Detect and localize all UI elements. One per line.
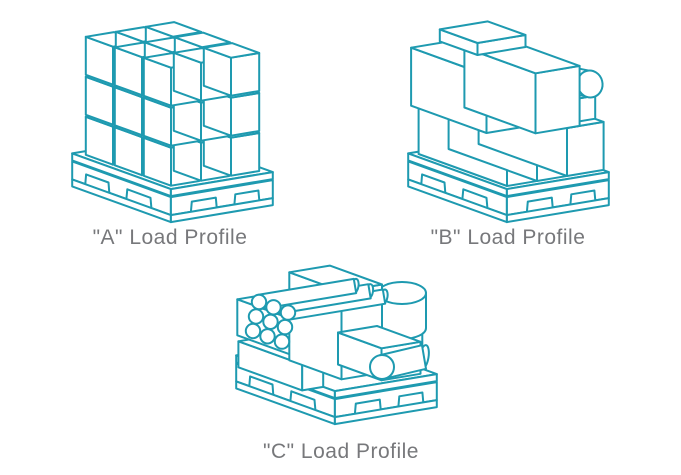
- box-front-face: [230, 92, 261, 137]
- box-top-face: [202, 42, 261, 59]
- box-front-face: [534, 64, 581, 135]
- pipe-end-cap: [262, 313, 279, 330]
- box-top-face: [337, 325, 422, 350]
- load-profile-b-figure: [398, 20, 614, 228]
- load-profile-a-caption: "A" Load Profile: [92, 226, 248, 249]
- pipe-end-cap: [276, 318, 294, 336]
- pallet-bottom-board: [235, 380, 336, 426]
- pipe-bundle: [244, 277, 389, 350]
- pipe-end-cap: [247, 308, 265, 325]
- load-profile-a-figure: [71, 10, 274, 226]
- upper-boxes: [438, 20, 581, 135]
- pipe-end-cap: [273, 333, 291, 350]
- load-profile-c-illustration: [235, 264, 438, 426]
- small-cylinder-end-cap: [369, 354, 395, 380]
- box-front-face: [566, 120, 605, 177]
- box-front-face: [230, 52, 261, 97]
- box-front-face: [230, 132, 261, 177]
- load-profile-a-illustration: [71, 21, 274, 224]
- pallet-deck-side: [71, 152, 172, 198]
- small-horizontal-cylinder: [369, 344, 430, 380]
- pipe-end-cap: [250, 293, 268, 311]
- load-profile-b-illustration: [407, 20, 610, 224]
- pallet-deck-side: [407, 152, 508, 198]
- pipe-end-cap: [265, 299, 282, 316]
- uniform-box-stack: [84, 21, 261, 187]
- pipe-end-cap: [259, 328, 276, 345]
- pipe-end-cap: [244, 322, 262, 340]
- load-profile-c-caption: "C" Load Profile: [263, 440, 419, 463]
- load-profile-b-caption: "B" Load Profile: [430, 226, 586, 249]
- pallet-bottom-board: [71, 178, 172, 224]
- pallet-bottom-board: [407, 178, 508, 224]
- box-top-face: [438, 20, 527, 44]
- load-profile-c-figure: [235, 258, 438, 436]
- pipe-end-cap: [279, 304, 297, 321]
